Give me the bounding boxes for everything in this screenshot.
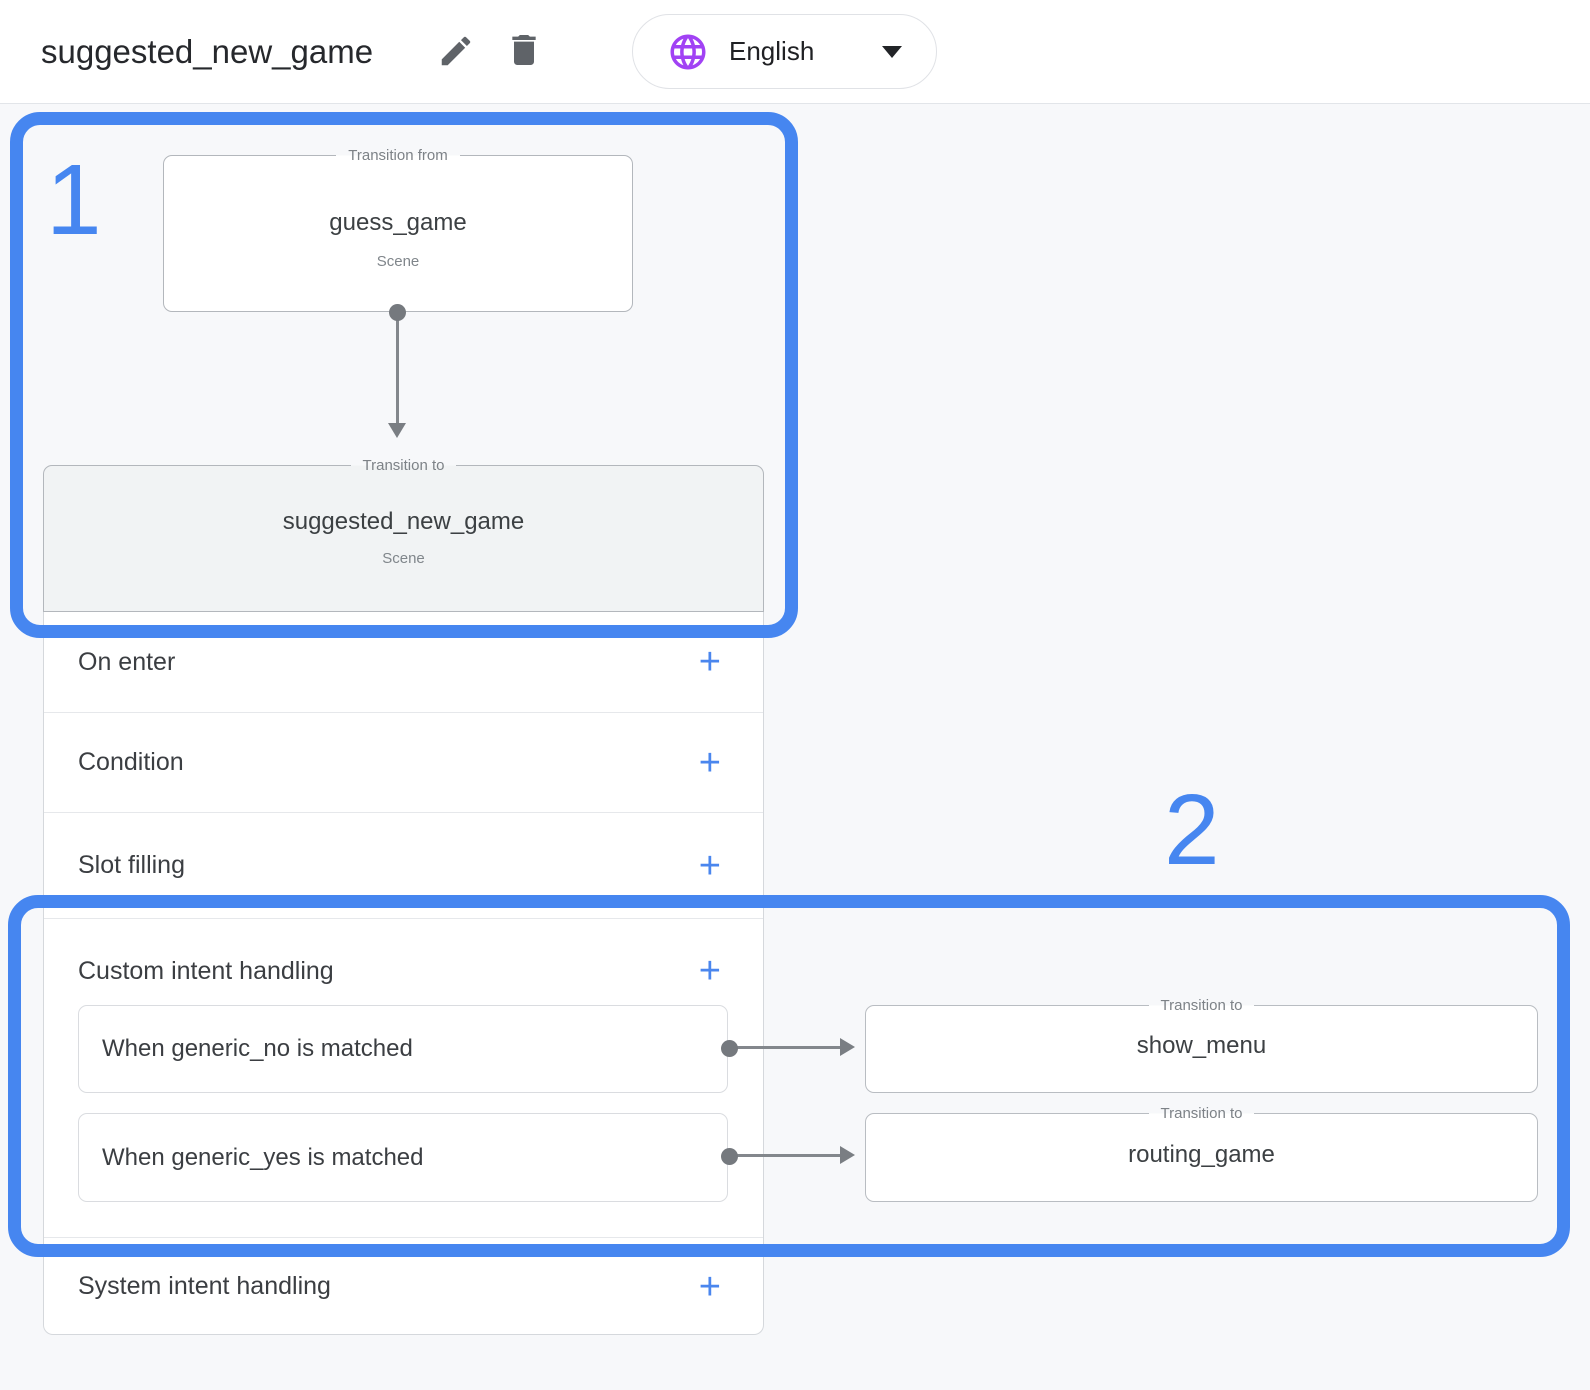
transition-target-routing-game[interactable]: Transition to routing_game — [865, 1105, 1538, 1202]
arrow-right-icon — [840, 1038, 855, 1056]
intent-card-generic-yes[interactable]: When generic_yes is matched — [78, 1113, 728, 1202]
add-slot-filling-button[interactable]: + — [698, 844, 721, 887]
row-system-intent: System intent handling + — [44, 1238, 763, 1335]
annotation-digit-2: 2 — [1164, 774, 1220, 886]
connector-dot — [721, 1148, 738, 1165]
system-intent-label: System intent handling — [78, 1272, 331, 1300]
annotation-digit-1: 1 — [46, 144, 102, 256]
arrow-down-icon — [388, 423, 406, 438]
transition-from-legend: Transition from — [164, 145, 632, 166]
from-scene-name: guess_game — [329, 209, 467, 236]
custom-intent-header: Custom intent handling + — [44, 919, 763, 1005]
arrow-right-icon — [840, 1146, 855, 1164]
row-condition: Condition + — [44, 713, 763, 813]
transition-arrow-line — [396, 320, 399, 424]
transition-to-legend: Transition to — [866, 1103, 1537, 1124]
connector-dot — [389, 304, 406, 321]
page-title: suggested_new_game — [41, 32, 374, 70]
connector-dot — [721, 1040, 738, 1057]
edit-scene-button[interactable] — [437, 32, 475, 73]
add-system-intent-button[interactable]: + — [698, 1265, 721, 1308]
language-label: English — [729, 36, 815, 66]
add-custom-intent-button[interactable]: + — [698, 950, 721, 992]
language-selector[interactable]: English — [632, 14, 937, 89]
transition-to-legend: Transition to — [44, 455, 763, 476]
transition-to-node[interactable]: Transition to suggested_new_game Scene — [43, 457, 764, 612]
custom-intent-label: Custom intent handling — [78, 956, 334, 985]
custom-intent-section: Custom intent handling + When generic_no… — [44, 919, 763, 1238]
delete-scene-button[interactable] — [504, 30, 544, 73]
transition-to-legend: Transition to — [866, 995, 1537, 1016]
target-scene-name: show_menu — [1136, 1032, 1267, 1059]
target-scene-name: routing_game — [1128, 1141, 1275, 1168]
add-condition-button[interactable]: + — [698, 741, 721, 784]
to-scene-type: Scene — [382, 550, 425, 567]
add-on-enter-button[interactable]: + — [698, 641, 721, 683]
transition-target-show-menu[interactable]: Transition to show_menu — [865, 997, 1538, 1093]
globe-icon — [667, 31, 709, 73]
to-scene-name: suggested_new_game — [282, 508, 525, 535]
trash-icon — [504, 35, 544, 73]
from-scene-type: Scene — [376, 253, 420, 270]
condition-label: Condition — [78, 748, 184, 776]
intent-card-label: When generic_no is matched — [102, 1035, 413, 1062]
row-on-enter: On enter + — [44, 612, 763, 713]
intent-card-label: When generic_yes is matched — [102, 1143, 424, 1171]
transition-arrow-line — [737, 1046, 841, 1049]
intent-card-generic-no[interactable]: When generic_no is matched — [78, 1005, 728, 1093]
scene-panel: On enter + Condition + Slot filling + Cu… — [43, 612, 764, 1335]
row-slot-filling: Slot filling + — [44, 813, 763, 919]
on-enter-label: On enter — [78, 647, 176, 676]
slot-filling-label: Slot filling — [78, 851, 185, 879]
pencil-icon — [437, 36, 475, 73]
caret-down-icon — [882, 45, 902, 58]
transition-arrow-line — [737, 1154, 841, 1157]
transition-from-node[interactable]: Transition from guess_game Scene — [163, 147, 633, 312]
top-bar: suggested_new_game English — [0, 0, 1590, 104]
